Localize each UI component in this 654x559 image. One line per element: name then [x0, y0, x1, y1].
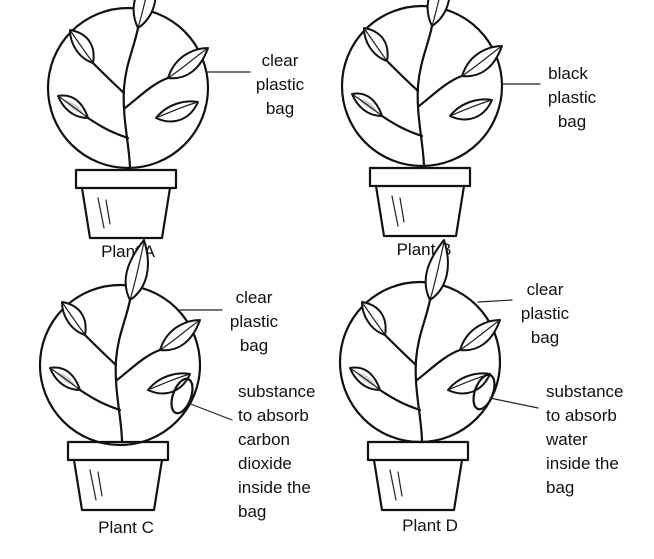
plant-a-bag-label-2: plastic	[256, 75, 305, 94]
plant-a-bag-label-3: bag	[266, 99, 294, 118]
plant-d-substance-label-3: water	[545, 430, 588, 449]
plant-c-substance-label-2: to absorb	[238, 406, 309, 425]
plant-c-substance-label-1: substance	[238, 382, 316, 401]
plant-b-bag-label-2: plastic	[548, 88, 597, 107]
plant-d-bag-label-1: clear	[527, 280, 564, 299]
plant-b: black plastic bag Plant B	[340, 0, 597, 259]
plant-d: clear plastic bag substance to absorb wa…	[338, 238, 624, 535]
plant-c-bag-label-3: bag	[240, 336, 268, 355]
plant-b-bag-outline	[340, 4, 504, 168]
plant-c-bag-label-2: plastic	[230, 312, 279, 331]
plant-d-caption: Plant D	[402, 516, 458, 535]
plant-c-caption: Plant C	[98, 518, 154, 537]
plant-c-substance-label-4: dioxide	[238, 454, 292, 473]
plant-d-bag-label-2: plastic	[521, 304, 570, 323]
plant-a-bag-outline	[46, 6, 210, 170]
plant-c: clear plastic bag substance to absorb ca…	[38, 238, 316, 537]
plant-a-bag-label-1: clear	[262, 51, 299, 70]
plant-b-bag-label-3: bag	[558, 112, 586, 131]
plant-a: clear plastic bag Plant A	[46, 0, 305, 261]
plant-d-bag-leader	[477, 299, 513, 303]
plant-d-substance-label-2: to absorb	[546, 406, 617, 425]
plant-d-bag-label-3: bag	[531, 328, 559, 347]
plant-d-absorber	[472, 373, 496, 411]
plant-c-bag-outline	[38, 283, 202, 447]
plant-c-substance-leader	[187, 402, 233, 421]
plant-d-substance-label-1: substance	[546, 382, 624, 401]
plant-c-substance-label-3: carbon	[238, 430, 290, 449]
plant-b-bag-label-1: black	[548, 64, 588, 83]
plant-d-substance-label-5: bag	[546, 478, 574, 497]
plant-c-absorber	[170, 377, 194, 415]
plant-c-bag-label-1: clear	[236, 288, 273, 307]
plant-c-substance-label-6: bag	[238, 502, 266, 521]
plant-c-substance-label-5: inside the	[238, 478, 311, 497]
plant-d-substance-leader	[489, 397, 539, 409]
plant-d-substance-label-4: inside the	[546, 454, 619, 473]
